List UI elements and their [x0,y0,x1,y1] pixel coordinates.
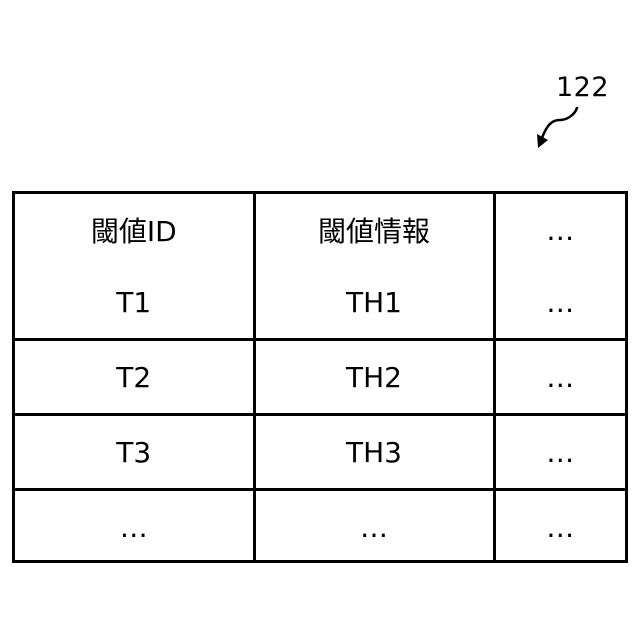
table-row: T2 TH2 … [15,340,625,415]
reference-number-label: 122 [556,72,609,104]
cell-threshold-id: T1 [15,266,254,340]
cell-threshold-id: T2 [15,340,254,415]
cell-threshold-info: TH2 [254,340,494,415]
cell-threshold-info: TH1 [254,266,494,340]
cell-ellipsis: … [494,340,625,415]
table-row: T1 TH1 … [15,266,625,340]
cell-threshold-id: T3 [15,415,254,490]
table-row: … … … [15,490,625,564]
cell-ellipsis: … [494,266,625,340]
cell-ellipsis: … [494,490,625,564]
cell-ellipsis: … [494,415,625,490]
reference-leader-arrow-icon [530,104,590,154]
table-row: T3 TH3 … [15,415,625,490]
cell-threshold-id: … [15,490,254,564]
threshold-data-table: 閾値ID 閾値情報 … T1 TH1 … T2 TH2 … T3 TH3 … [15,194,625,563]
table-header-row: 閾値ID 閾値情報 … [15,194,625,266]
cell-threshold-info: … [254,490,494,564]
header-ellipsis: … [494,194,625,266]
header-threshold-id: 閾値ID [15,194,254,266]
header-threshold-info: 閾値情報 [254,194,494,266]
threshold-table: 閾値ID 閾値情報 … T1 TH1 … T2 TH2 … T3 TH3 … [12,191,628,563]
cell-threshold-info: TH3 [254,415,494,490]
